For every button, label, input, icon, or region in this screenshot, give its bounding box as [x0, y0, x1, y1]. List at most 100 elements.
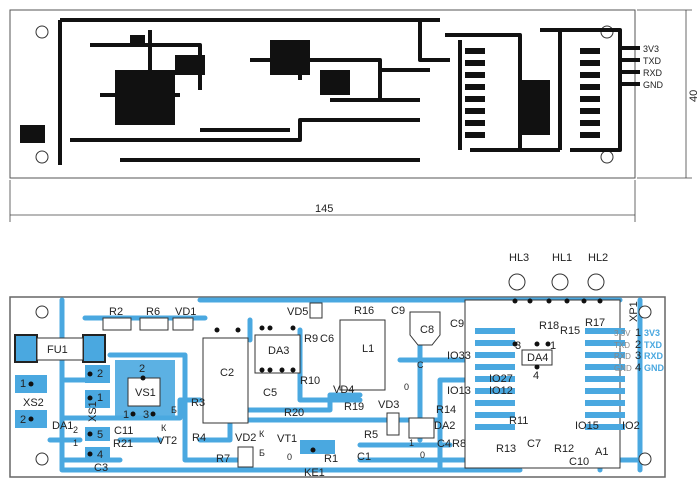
label-r2: R2: [109, 306, 123, 318]
xs1-pin-1: 1: [97, 392, 103, 404]
xp1-silk-3: RXD: [614, 352, 631, 361]
label-r13: R13: [496, 443, 516, 455]
zero-mark-1: 0: [287, 452, 292, 462]
label-io15: IO15: [575, 420, 599, 432]
label-r9: R9: [304, 333, 318, 345]
label-fu1: FU1: [47, 344, 68, 356]
xs2-pin-2: 2: [20, 414, 26, 426]
label-r15: R15: [560, 325, 580, 337]
label-c2: C2: [220, 367, 234, 379]
label-vd1: VD1: [175, 306, 196, 318]
label-xs1: XS1: [87, 401, 99, 422]
label-io33: IO33: [447, 350, 471, 362]
label-c10: C10: [569, 456, 589, 468]
top-label-gnd: GND: [643, 80, 664, 90]
label-hl2: HL2: [588, 252, 608, 264]
label-vs1: VS1: [135, 387, 156, 399]
label-io12: IO12: [489, 385, 513, 397]
label-r21: R21: [113, 438, 133, 450]
label-vd2: VD2: [235, 432, 256, 444]
label-da1: DA1: [52, 420, 73, 432]
label-a1: A1: [595, 446, 608, 458]
label-c3: C3: [94, 462, 108, 474]
label-r12: R12: [554, 443, 574, 455]
label-c5: C5: [263, 387, 277, 399]
xs1-pin-5: 5: [97, 429, 103, 441]
label-c9b: C9: [450, 318, 464, 330]
label-io2: IO2: [622, 420, 640, 432]
label-r20: R20: [284, 407, 304, 419]
xp1-num-1: 1: [635, 327, 641, 339]
da1-pin-1: 1: [73, 438, 78, 448]
label-r11: R11: [509, 415, 528, 427]
label-r14: R14: [436, 404, 456, 416]
label-da2: DA2: [434, 420, 455, 432]
xp1-silk-2: TXD: [614, 341, 630, 350]
zero-mark-2: 0: [404, 382, 409, 392]
top-label-3v3: 3V3: [643, 44, 659, 54]
dimension-height: 40: [688, 90, 700, 102]
top-board-copper: [9, 9, 640, 179]
da1-pin-2: 2: [73, 425, 78, 435]
label-r6: R6: [146, 306, 160, 318]
label-c9a: C9: [391, 305, 405, 317]
label-da3: DA3: [268, 345, 289, 357]
label-xp1: XP1: [628, 301, 640, 322]
small-c-mark: C: [417, 360, 424, 370]
da2-pin-1: 1: [409, 438, 414, 448]
label-c4: C4: [437, 438, 451, 450]
xp1-label-rxd: RXD: [644, 351, 664, 361]
label-io13: IO13: [447, 385, 471, 397]
label-vd3: VD3: [378, 399, 399, 411]
vs1-pin-2: 2: [139, 363, 145, 375]
label-r5: R5: [364, 429, 378, 441]
xp1-label-3v3: 3V3: [644, 328, 660, 338]
xs1-pin-2: 2: [97, 368, 103, 380]
vs1-pin-3: 3: [143, 409, 149, 421]
label-r17: R17: [585, 317, 605, 329]
label-xs2: XS2: [23, 397, 44, 409]
vt1-collector: К: [259, 429, 265, 439]
xp1-silk-1: 3.3V: [614, 329, 631, 338]
xp1-label-gnd: GND: [644, 363, 665, 373]
label-vd5: VD5: [287, 306, 308, 318]
label-c8: C8: [420, 324, 434, 336]
label-r1: R1: [324, 453, 338, 465]
label-r8: R8: [452, 438, 466, 450]
component-labels: FU1 R2 R6 VD1 VD5 C2 DA3 R9 C6 R10 C5 VD…: [20, 252, 665, 479]
label-r16: R16: [354, 305, 374, 317]
da4-pin-4: 4: [533, 370, 539, 382]
label-hl3: HL3: [509, 252, 529, 264]
label-r18: R18: [539, 320, 559, 332]
xp1-num-4: 4: [635, 362, 641, 374]
label-c1: C1: [357, 451, 371, 463]
vt1-base: Б: [259, 448, 265, 458]
vs1-pin-1: 1: [123, 409, 129, 421]
zero-mark-3: 0: [420, 450, 425, 460]
dimension-lines: [9, 9, 692, 222]
vt2-collector: К: [161, 423, 167, 433]
solder-dots: [28, 298, 603, 457]
dimension-width: 145: [315, 203, 333, 215]
label-r7: R7: [216, 453, 230, 465]
label-r3: R3: [191, 397, 205, 409]
xp1-silk-4: GND: [614, 364, 632, 373]
xp1-num-2: 2: [635, 339, 641, 351]
leds: [508, 273, 605, 291]
label-io27: IO27: [489, 373, 513, 385]
label-c6: C6: [320, 333, 334, 345]
label-c11: C11: [114, 425, 133, 437]
label-l1: L1: [362, 343, 374, 355]
label-vd4: VD4: [333, 384, 354, 396]
xs1-pin-4: 4: [97, 449, 103, 461]
xp1-num-3: 3: [635, 350, 641, 362]
vt2-base: Б: [171, 405, 177, 415]
da4-pin-1: 1: [550, 340, 556, 352]
label-vt2: VT2: [157, 435, 177, 447]
label-vt1: VT1: [277, 433, 297, 445]
xs2-pin-1: 1: [20, 378, 26, 390]
label-c7: C7: [527, 438, 541, 450]
top-label-txd: TXD: [643, 56, 662, 66]
label-ke1: KE1: [304, 467, 325, 479]
